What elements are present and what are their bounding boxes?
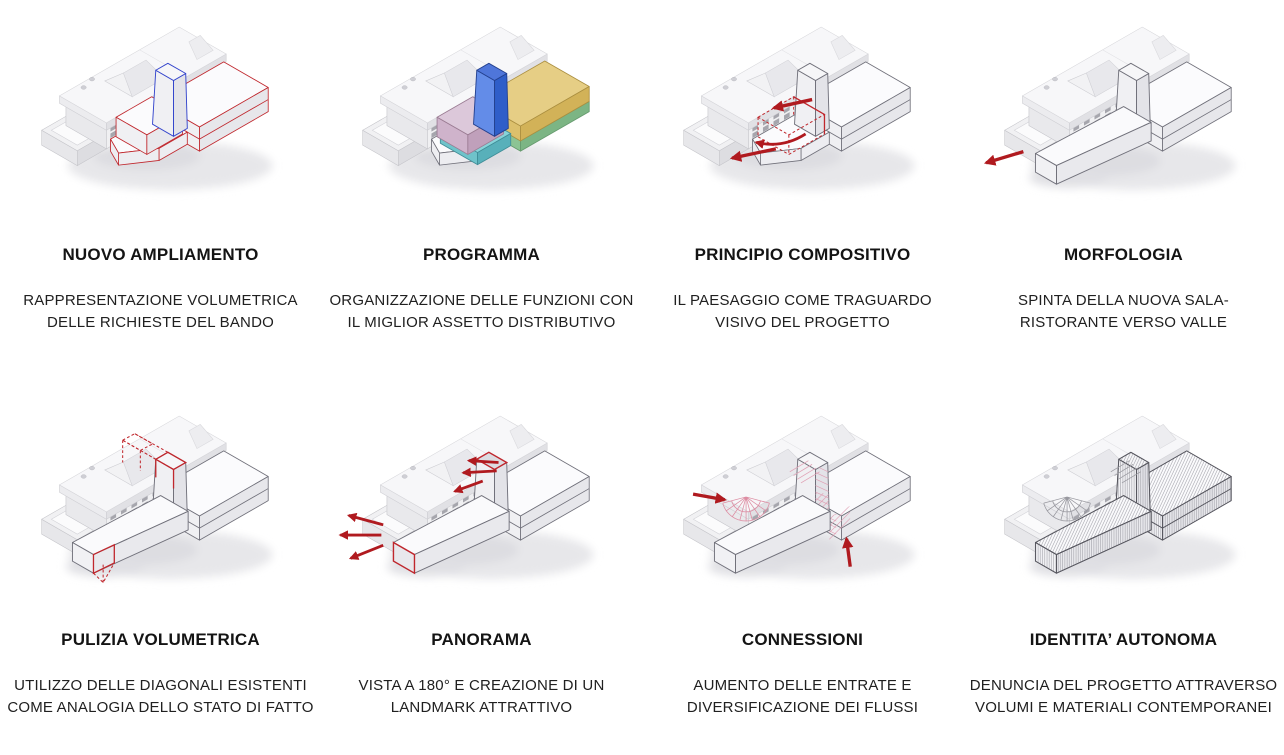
panel-title: PROGRAMMA — [422, 245, 540, 264]
panel-title: PANORAMA — [431, 630, 532, 649]
panel-title: NUOVO AMPLIAMENTO — [62, 245, 259, 264]
panel-description: SPINTA DELLA NUOVA SALA- RISTORANTE VERS… — [1018, 292, 1229, 331]
panel-description: IL PAESAGGIO COME TRAGUARDO VISIVO DEL P… — [673, 292, 932, 331]
panel-description: AUMENTO DELLE ENTRATE E DIVERSIFICAZIONE… — [686, 677, 919, 716]
panel-title: MORFOLOGIA — [1063, 245, 1184, 264]
red-dashed-prism-bottom — [92, 543, 115, 584]
panel-connessioni: CONNESSIONI AUMENTO DELLE ENTRATE E DIVE… — [642, 377, 963, 755]
diagram-white-volumes-red-view-arrows — [642, 0, 963, 236]
panel-title: PULIZIA VOLUMETRICA — [61, 630, 260, 649]
valley-arrow — [983, 150, 1024, 166]
panel-principio-compositivo: PRINCIPIO COMPOSITIVO IL PAESAGGIO COME … — [642, 0, 963, 377]
panel-programma: PROGRAMMA ORGANIZZAZIONE DELLE FUNZIONI … — [321, 0, 642, 377]
figure-panorama — [321, 377, 642, 621]
roof-channel-hatch — [1110, 460, 1141, 484]
panel-description: RAPPRESENTAZIONE VOLUMETRICA DELLE RICHI… — [23, 292, 298, 331]
diagram-red-panorama-arrows — [338, 377, 642, 621]
figure-pulizia-volumetrica — [0, 377, 321, 621]
figure-principio-compositivo — [642, 0, 963, 236]
diagram-pink-hatched-connections — [642, 377, 963, 621]
panorama-arrows — [338, 456, 499, 560]
roof-channel-hatch — [789, 460, 820, 484]
figure-programma — [321, 0, 642, 236]
diagram-bar-volume-red-arrow-to-valley — [983, 0, 1284, 236]
panel-morfologia: MORFOLOGIA SPINTA DELLA NUOVA SALA- RIST… — [963, 0, 1284, 377]
figure-nuovo-ampliamento — [0, 0, 321, 236]
panel-title: IDENTITA’ AUTONOMA — [1029, 630, 1218, 649]
diagram-red-dashed-diagonals — [0, 377, 321, 584]
figure-connessioni — [642, 377, 963, 621]
panel-description: VISTA A 180° E CREAZIONE DI UN LANDMARK … — [358, 677, 605, 716]
panel-title: PRINCIPIO COMPOSITIVO — [694, 245, 911, 264]
panel-description: ORGANIZZAZIONE DELLE FUNZIONI CON IL MIG… — [329, 292, 634, 331]
figure-morfologia — [963, 0, 1284, 236]
red-dashed-diagonals-top — [121, 433, 188, 489]
program-blue-tower — [473, 62, 509, 137]
figure-identita-autonoma — [963, 377, 1284, 621]
panel-identita-autonoma: IDENTITA’ AUTONOMA DENUNCIA DEL PROGETTO… — [963, 377, 1284, 755]
diagram-red-wireframe-volumes-and-blue-tower — [0, 0, 321, 236]
diagram-colored-program-volumes — [321, 0, 642, 236]
panel-pulizia-volumetrica: PULIZIA VOLUMETRICA UTILIZZO DELLE DIAGO… — [0, 377, 321, 755]
panel-description: UTILIZZO DELLE DIAGONALI ESISTENTI COME … — [7, 677, 314, 716]
panel-panorama: PANORAMA VISTA A 180° E CREAZIONE DI UN … — [321, 377, 642, 755]
view-arrows — [729, 97, 813, 162]
flow-arrows — [692, 492, 854, 567]
diagram-hatched-contemporary-volumes — [963, 377, 1284, 621]
panel-nuovo-ampliamento: NUOVO AMPLIAMENTO RAPPRESENTAZIONE VOLUM… — [0, 0, 321, 377]
panel-description: DENUNCIA DEL PROGETTO ATTRAVERSO VOLUMI … — [969, 677, 1278, 716]
panel-title: CONNESSIONI — [741, 630, 864, 649]
